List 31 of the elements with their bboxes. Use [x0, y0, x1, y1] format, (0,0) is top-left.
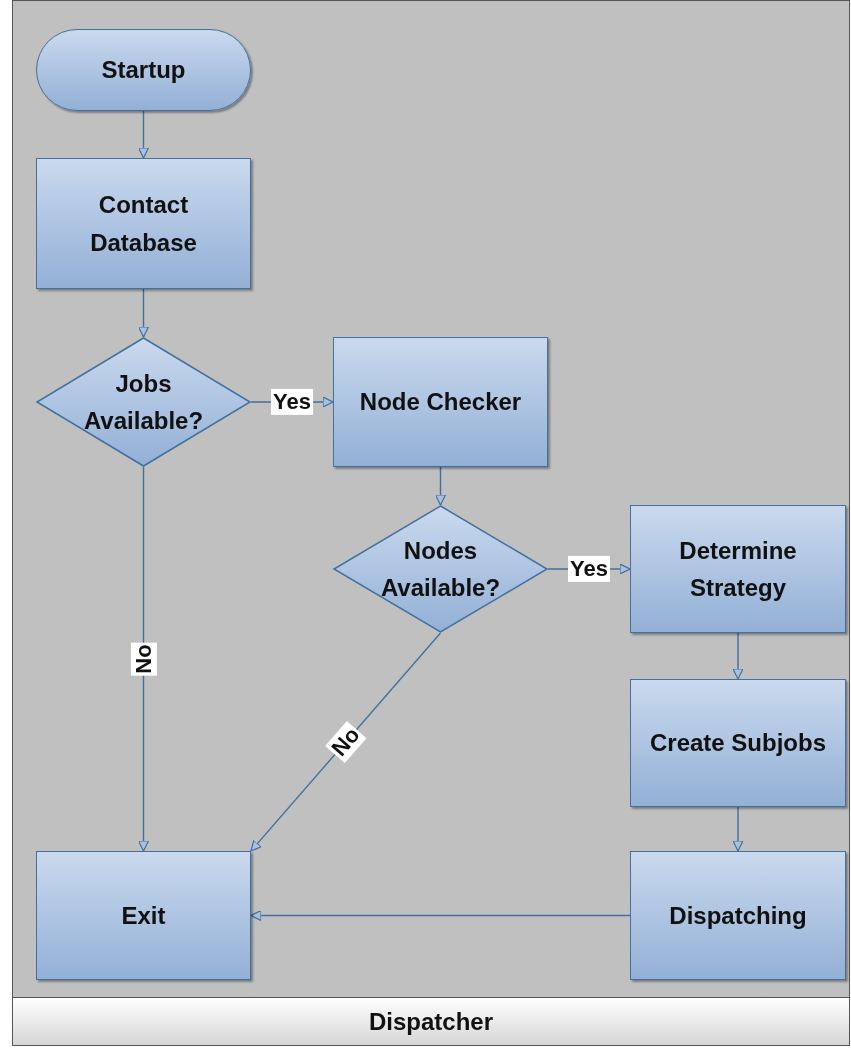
process-box [630, 679, 846, 807]
arrow [732, 632, 744, 680]
decision-diamond [36, 337, 251, 467]
arrow [250, 632, 442, 852]
process-box [333, 337, 548, 467]
edge-label: Yes [568, 555, 610, 583]
node-label: Startup [100, 55, 187, 86]
node-label: Nodes Available? [379, 535, 502, 603]
node-label: Contact Database [89, 190, 198, 258]
process-box [630, 505, 846, 633]
process-box [36, 851, 251, 980]
node-label: Exit [120, 900, 167, 931]
node-label: Determine Strategy [678, 535, 798, 603]
terminator-shape [36, 29, 251, 111]
arrow [434, 466, 447, 506]
node-label: Node Checker [358, 387, 523, 418]
edge-label: Yes [271, 388, 313, 416]
process-box [630, 851, 846, 980]
node-label: Jobs Available? [82, 368, 205, 436]
node-label: Create Subjobs [648, 728, 827, 759]
arrow [732, 806, 744, 852]
arrow [137, 288, 150, 338]
arrow [137, 466, 150, 852]
arrow [250, 909, 631, 922]
swimlane-panel [12, 0, 850, 1046]
lane-title: Dispatcher [368, 1007, 493, 1036]
decision-diamond [333, 505, 548, 633]
arrow [137, 110, 150, 159]
edge-label: No [130, 642, 157, 676]
node-label: Dispatching [668, 900, 808, 931]
process-box [36, 158, 251, 289]
